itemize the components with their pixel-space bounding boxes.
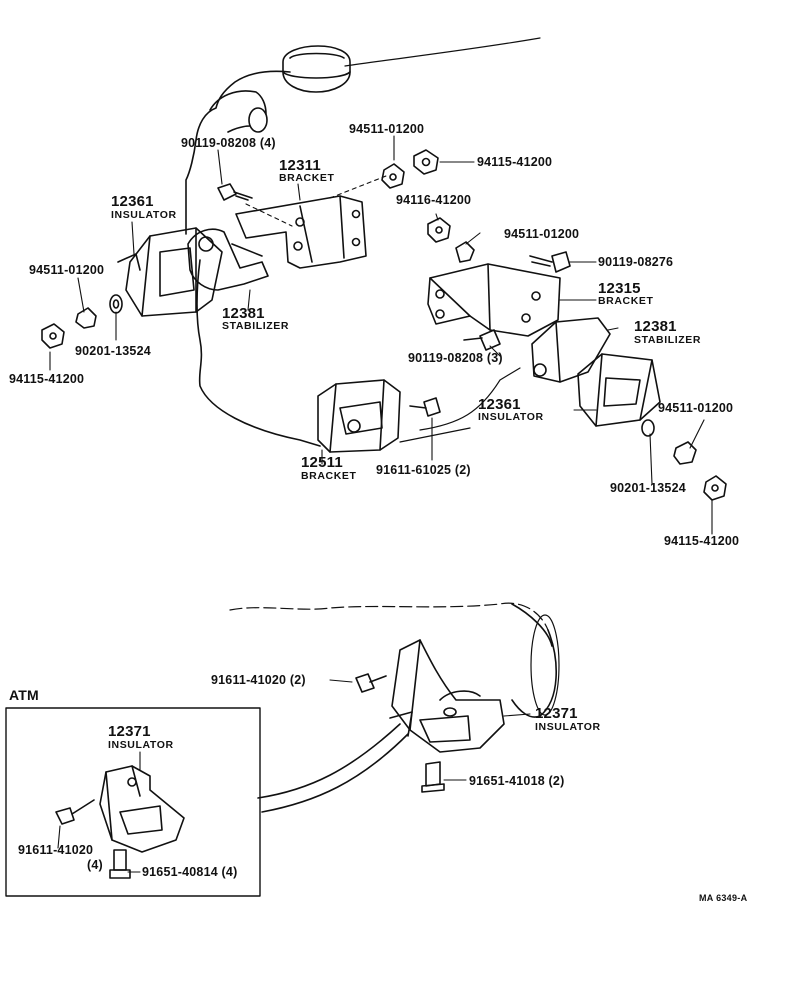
label-stabilizer-12381-right: STABILIZER xyxy=(634,334,702,346)
washer-90201-13524-right-icon xyxy=(641,419,655,437)
bolt-90119-08276-icon xyxy=(529,251,571,273)
label-bracket-12315: BRACKET xyxy=(598,295,654,307)
label-90201-13524-left: 90201-13524 xyxy=(75,344,151,358)
label-stabilizer-12381-left: STABILIZER xyxy=(222,320,290,332)
label-bracket-12511: BRACKET xyxy=(301,470,357,482)
label-12315: 12315 xyxy=(598,280,641,297)
stabilizer-12381-right-shape xyxy=(531,317,611,383)
insulator-12361-right-shape xyxy=(577,353,661,427)
bolt-90119-08208-4-icon xyxy=(217,183,253,201)
label-90119-08276: 90119-08276 xyxy=(598,255,674,269)
nut-94511-01200-right-icon xyxy=(673,441,697,465)
bolt-91651-40814-atm-icon xyxy=(109,849,131,879)
label-94511-01200-left: 94511-01200 xyxy=(29,263,105,277)
label-90119-08208-3: 90119-08208 (3) xyxy=(408,351,503,365)
insulator-12371-atm-shape xyxy=(99,765,185,853)
label-atm: ATM xyxy=(9,687,39,703)
bracket-12311-shape xyxy=(235,195,367,269)
label-94511-01200-mid: 94511-01200 xyxy=(504,227,580,241)
label-90201-13524-right: 90201-13524 xyxy=(610,481,686,495)
label-12371-main: 12371 xyxy=(535,705,578,722)
stabilizer-12381-left-shape xyxy=(187,228,269,291)
bolt-91611-41020-2-icon xyxy=(355,673,387,693)
label-94511-01200-right: 94511-01200 xyxy=(658,401,734,415)
label-insulator-12371-main: INSULATOR xyxy=(535,721,601,733)
nut-94115-41200-left-icon xyxy=(41,323,65,349)
label-12381-left: 12381 xyxy=(222,305,265,322)
label-91611-41020-2: 91611-41020 (2) xyxy=(211,673,306,687)
label-90119-08208-4: 90119-08208 (4) xyxy=(181,136,276,150)
label-12511: 12511 xyxy=(301,454,343,471)
label-12361-right: 12361 xyxy=(478,396,521,413)
label-94115-41200-left: 94115-41200 xyxy=(9,372,85,386)
atm-box-frame xyxy=(5,707,261,897)
label-insulator-12361-right: INSULATOR xyxy=(478,411,544,423)
label-12371-atm: 12371 xyxy=(108,723,151,740)
bolt-91611-61025-2-icon xyxy=(409,397,441,417)
label-bracket-12311: BRACKET xyxy=(279,172,335,184)
nut-94116-41200-icon xyxy=(427,217,451,243)
label-quantity-4: (4) xyxy=(87,858,103,872)
washer-94511-01200-right-icon xyxy=(455,241,475,263)
bolt-91611-41020-atm-icon xyxy=(55,799,95,825)
label-91611-41020-atm: 91611-41020 xyxy=(18,843,94,857)
insulator-12371-main-shape xyxy=(391,639,505,753)
label-insulator-12371-atm: INSULATOR xyxy=(108,739,174,751)
label-94511-01200-top: 94511-01200 xyxy=(349,122,425,136)
label-94116-41200: 94116-41200 xyxy=(396,193,472,207)
nut-94115-41200-top-icon xyxy=(413,149,439,175)
atm-arrow-icon xyxy=(257,711,413,813)
label-12381-right: 12381 xyxy=(634,318,677,335)
label-12311: 12311 xyxy=(279,157,321,174)
label-91651-40814-4: 91651-40814 (4) xyxy=(142,865,238,879)
engine-outline xyxy=(185,37,541,447)
transmission-outline xyxy=(229,602,560,718)
label-94115-41200-right: 94115-41200 xyxy=(664,534,740,548)
insulator-12361-left-shape xyxy=(117,227,223,317)
filler-cap-icon xyxy=(282,45,351,93)
bolt-91651-41018-2-icon xyxy=(421,761,445,793)
nut-94511-01200-top-icon xyxy=(381,163,405,189)
bracket-12511-shape xyxy=(317,379,401,453)
label-94115-41200-top: 94115-41200 xyxy=(477,155,553,169)
diagram-code: MA 6349-A xyxy=(699,893,748,903)
label-insulator-12361-left: INSULATOR xyxy=(111,209,177,221)
nut-94115-41200-right-icon xyxy=(703,475,727,501)
label-91611-61025-2: 91611-61025 (2) xyxy=(376,463,471,477)
bracket-12315-shape xyxy=(427,263,561,337)
nut-94511-01200-left-icon xyxy=(75,307,97,329)
label-12361-left: 12361 xyxy=(111,193,154,210)
label-91651-41018-2: 91651-41018 (2) xyxy=(469,774,565,788)
hose-icon xyxy=(209,90,268,133)
leader-lines xyxy=(49,135,713,873)
bolt-90119-08208-3-icon xyxy=(463,329,501,351)
washer-90201-13524-left-icon xyxy=(109,294,123,314)
